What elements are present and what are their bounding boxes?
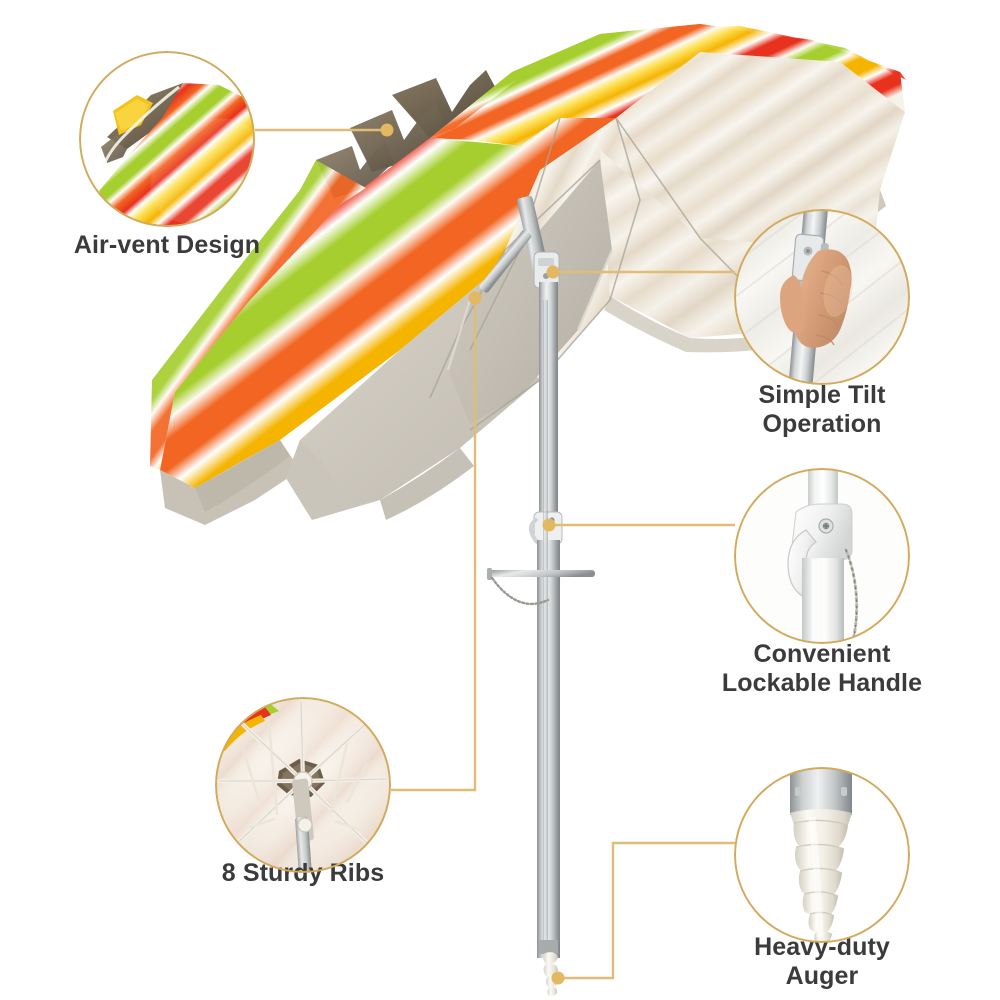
canopy-panel-under-right — [500, 118, 640, 380]
callout-air-vent[interactable]: Air-vent Design — [74, 51, 260, 259]
callout-simple-tilt[interactable]: Simple Tilt Operation — [734, 209, 910, 438]
crossbar-with-chain — [487, 568, 595, 605]
lockable-handle-caption: Convenient Lockable Handle — [721, 640, 923, 697]
anchor-dot-simple-tilt — [546, 265, 560, 279]
air-vent-ring — [79, 51, 255, 227]
umbrella-frame — [479, 195, 595, 997]
lockable-handle-collar — [529, 511, 563, 546]
anchor-dot-sturdy-ribs — [468, 291, 482, 305]
connector-sturdy-ribs — [391, 298, 477, 792]
canopy-hem-left — [160, 440, 300, 525]
anchor-dot-lockable-handle — [542, 518, 556, 532]
air-vent-caption: Air-vent Design — [73, 231, 261, 259]
lockable-handle-bubble — [734, 468, 910, 644]
canopy-top-stripe — [430, 24, 905, 146]
callout-heavy-duty-auger[interactable]: Heavy-duty Auger — [734, 767, 910, 990]
air-vent-flaps — [316, 70, 500, 198]
anchor-dot-heavy-duty-auger — [551, 971, 565, 985]
air-vent-bubble — [79, 51, 255, 227]
rib-tips — [446, 249, 614, 371]
tilt-joint — [533, 251, 560, 289]
heavy-duty-auger-bubble — [734, 767, 910, 943]
simple-tilt-ring — [734, 209, 910, 385]
heavy-duty-auger-ring — [734, 767, 910, 943]
pole-lower — [537, 540, 560, 958]
canopy-panel-under-center — [448, 160, 612, 424]
callout-sturdy-ribs[interactable]: 8 Sturdy Ribs — [215, 697, 391, 887]
sturdy-ribs-bubble — [215, 697, 391, 873]
lockable-handle-ring — [734, 468, 910, 644]
anchor-dot-air-vent — [380, 123, 394, 137]
simple-tilt-bubble — [734, 209, 910, 385]
callout-lockable-handle[interactable]: Convenient Lockable Handle — [722, 468, 922, 697]
support-ribs — [479, 229, 532, 293]
pole-upper — [539, 282, 558, 530]
sturdy-ribs-ring — [215, 697, 391, 873]
canopy-panel-shade-mid — [286, 118, 640, 520]
auger-tip — [539, 940, 558, 997]
simple-tilt-caption: Simple Tilt Operation — [758, 381, 886, 438]
